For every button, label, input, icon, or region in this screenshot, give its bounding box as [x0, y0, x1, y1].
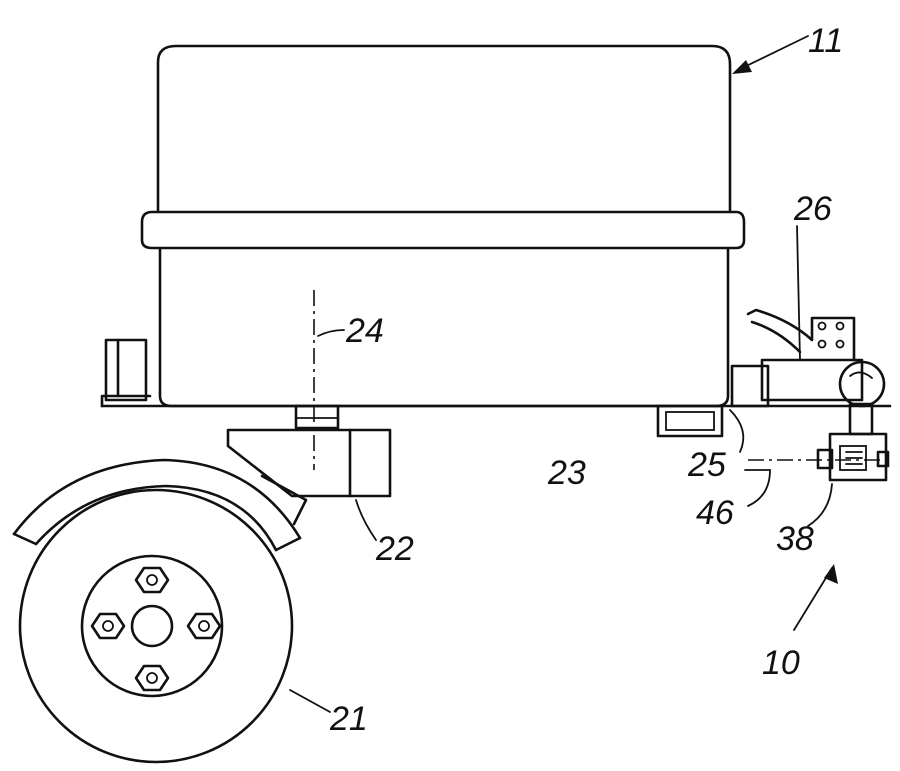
label-26: 26 — [793, 190, 832, 228]
label-25: 25 — [687, 446, 726, 484]
label-38: 38 — [776, 520, 814, 558]
reference-labels: 11 26 24 23 25 46 38 22 10 21 — [329, 22, 843, 738]
label-46: 46 — [696, 494, 734, 532]
lug-nut-right — [188, 614, 220, 638]
label-10: 10 — [762, 644, 800, 682]
container-body — [142, 46, 744, 406]
support-block — [658, 406, 722, 436]
label-11: 11 — [808, 22, 843, 60]
lug-nut-left — [92, 614, 124, 638]
pivot-axis — [314, 290, 344, 470]
lug-nut-top — [136, 568, 168, 592]
label-23: 23 — [547, 454, 586, 492]
axle-mount — [228, 406, 390, 540]
base-plate — [102, 340, 890, 406]
wheel — [20, 490, 292, 762]
label-21: 21 — [329, 700, 368, 738]
lug-nut-bottom — [136, 666, 168, 690]
label-24: 24 — [345, 312, 384, 350]
label-22: 22 — [375, 530, 414, 568]
coupler — [818, 404, 888, 480]
leader-lines — [290, 36, 838, 712]
